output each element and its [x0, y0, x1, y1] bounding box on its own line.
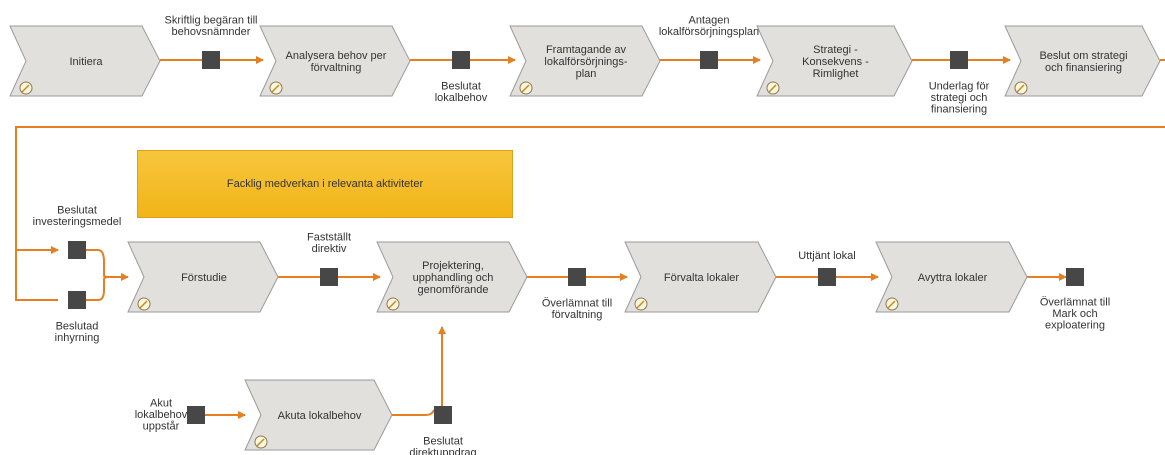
process-marker-icon [885, 297, 899, 311]
process-marker-icon [386, 297, 400, 311]
event-square [700, 51, 718, 69]
event-square [68, 241, 86, 259]
process-akuta[interactable]: Akuta lokalbehov [244, 379, 393, 451]
process-label: Förvalta lokaler [664, 272, 740, 284]
process-label: Strategi -Konsekvens -Rimlighet [802, 44, 869, 80]
event-uttjant[interactable]: Uttjänt lokal [798, 250, 856, 286]
event-square [818, 268, 836, 286]
event-label: Uttjänt lokal [798, 250, 855, 262]
process-initiera[interactable]: Initiera [9, 25, 161, 97]
process-shape [509, 25, 661, 97]
process-marker-icon [137, 297, 151, 311]
event-square [202, 51, 220, 69]
event-square [950, 51, 968, 69]
process-strategi[interactable]: Strategi -Konsekvens -Rimlighet [756, 25, 913, 97]
process-label: Akuta lokalbehov [278, 410, 362, 422]
process-label: Förstudie [181, 272, 227, 284]
event-square [434, 406, 452, 424]
process-shape [127, 241, 279, 313]
process-label: Initiera [69, 56, 103, 68]
event-square [452, 51, 470, 69]
event-square [68, 291, 86, 309]
flow-line [86, 276, 111, 301]
event-square [1066, 268, 1084, 286]
process-shape [244, 379, 393, 451]
process-shape [624, 241, 777, 313]
event-square [187, 406, 205, 424]
process-marker-icon [766, 81, 780, 95]
process-shape [875, 241, 1028, 313]
event-square [568, 268, 586, 286]
process-marker-icon [519, 81, 533, 95]
flow-connectors [15, 56, 1165, 419]
process-marker-icon [254, 435, 268, 449]
event-square [320, 268, 338, 286]
process-forstudie[interactable]: Förstudie [127, 241, 279, 313]
banner-label: Facklig medverkan i relevanta aktivitete… [226, 178, 424, 190]
process-marker-icon [634, 297, 648, 311]
process-shape [376, 241, 528, 313]
flow-line [86, 249, 111, 278]
process-marker-icon [19, 81, 33, 95]
process-shape [1004, 25, 1161, 97]
process-marker-icon [269, 81, 283, 95]
process-forvalta[interactable]: Förvalta lokaler [624, 241, 777, 313]
process-label: Avyttra lokaler [918, 272, 988, 284]
flow-line [15, 126, 1165, 301]
process-shape [9, 25, 161, 97]
process-shape [259, 25, 411, 97]
flow-line [392, 409, 435, 416]
process-shape [756, 25, 913, 97]
facklig-medverkan-banner: Facklig medverkan i relevanta aktivitete… [137, 150, 513, 218]
process-marker-icon [1014, 81, 1028, 95]
process-avyttra[interactable]: Avyttra lokaler [875, 241, 1028, 313]
